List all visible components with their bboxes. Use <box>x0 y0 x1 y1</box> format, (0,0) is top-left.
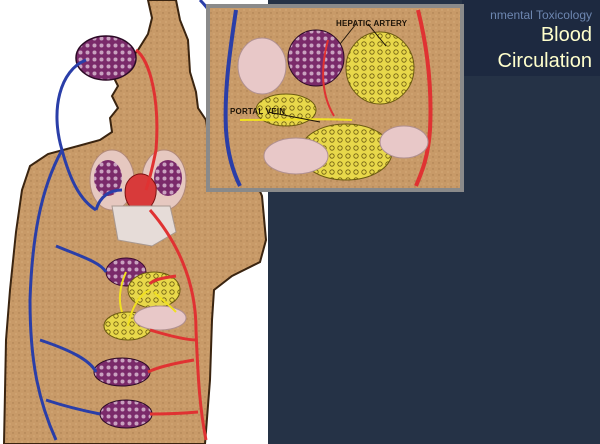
portal-vein-label: PORTAL VEIN <box>230 107 285 116</box>
liver-inset <box>208 6 462 190</box>
hepatic-artery-label: HEPATIC ARTERY <box>336 19 408 28</box>
